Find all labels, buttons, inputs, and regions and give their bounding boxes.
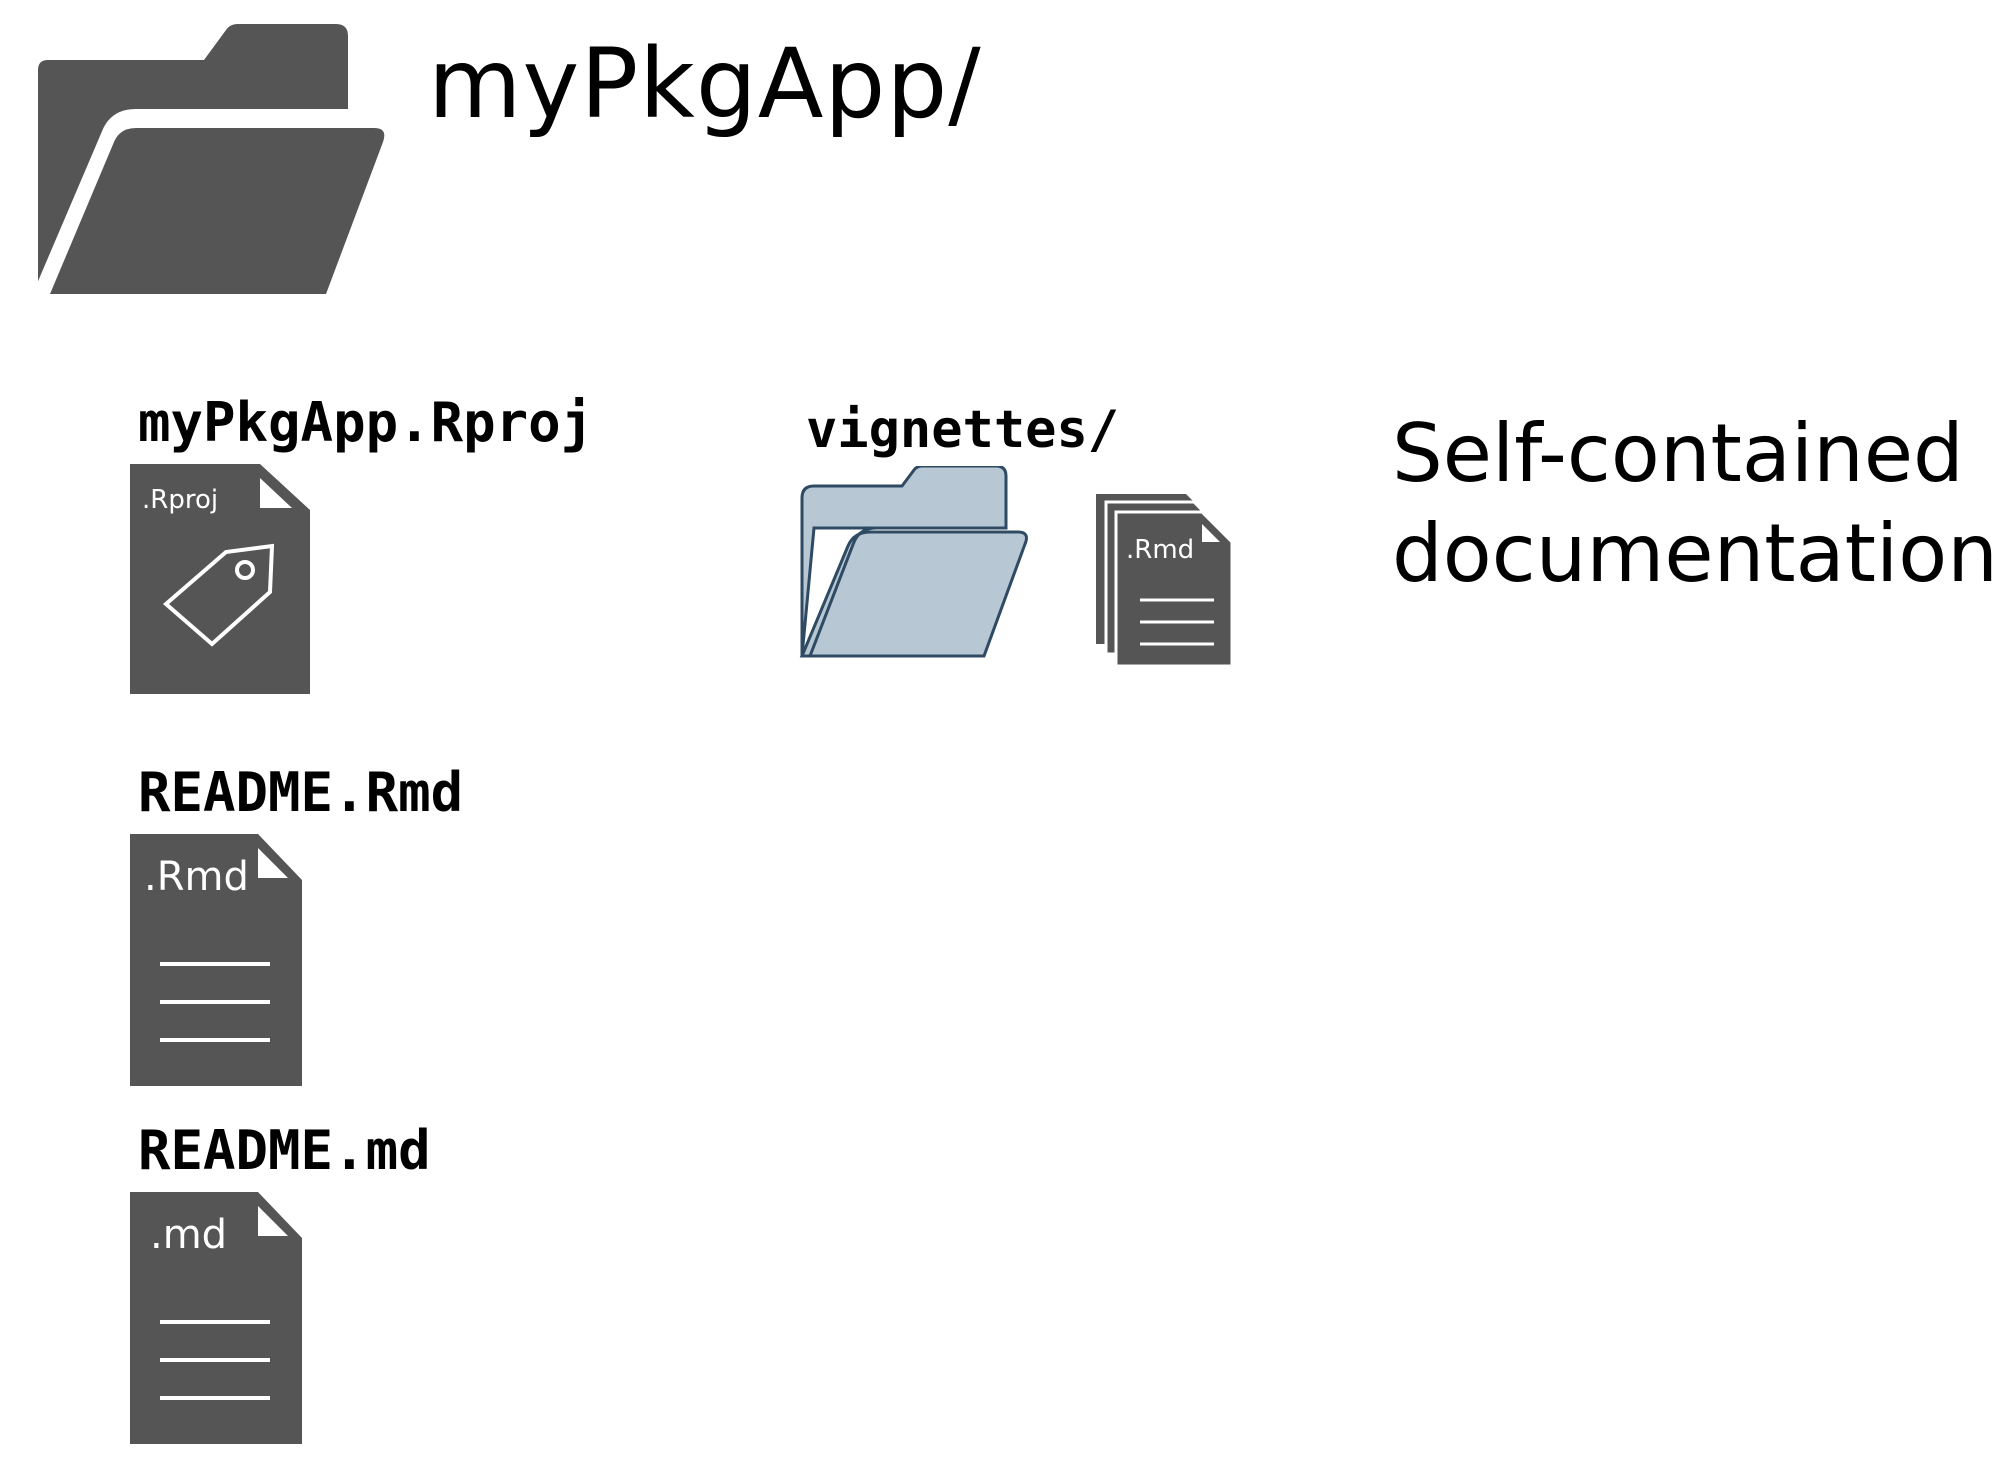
readme-rmd-file-name: README.Rmd <box>138 761 464 824</box>
stacked-documents-icon: .Rmd <box>1096 494 1234 668</box>
rproj-file-name: myPkgApp.Rproj <box>138 391 594 454</box>
documentation-note-line2: documentation <box>1392 507 1998 600</box>
stacked-docs-ext: .Rmd <box>1126 535 1194 565</box>
readme-md-file-name: README.md <box>138 1119 431 1182</box>
vignettes-folder-name: vignettes/ <box>806 400 1120 460</box>
documentation-note: Self-contained documentation <box>1392 404 1998 604</box>
rproj-file-icon: .Rproj <box>130 464 310 694</box>
md-file-icon: .md <box>130 1192 302 1444</box>
rproj-file-ext: .Rproj <box>142 485 218 515</box>
rmd-file-ext: .Rmd <box>144 854 249 900</box>
root-folder-name: myPkgApp/ <box>428 28 982 140</box>
md-file-ext: .md <box>150 1212 227 1258</box>
vignettes-folder-icon <box>799 466 1028 658</box>
documentation-note-line1: Self-contained <box>1392 407 1964 500</box>
rmd-file-icon: .Rmd <box>130 834 302 1086</box>
root-folder-icon <box>36 24 385 296</box>
